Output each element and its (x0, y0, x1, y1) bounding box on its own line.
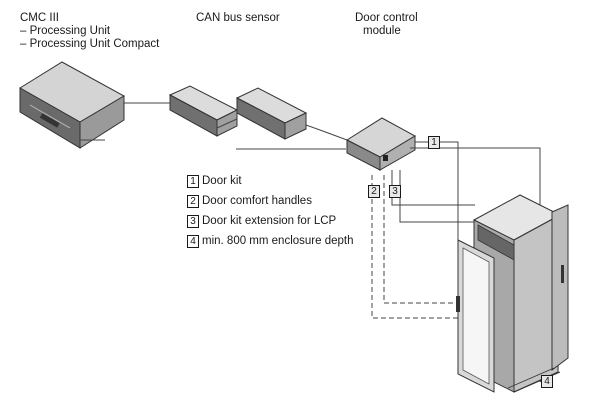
legend-number: 4 (187, 234, 199, 248)
legend-number: 1 (187, 174, 199, 188)
processing-unit (19, 61, 126, 149)
can-sensor-label: CAN bus sensor (196, 12, 280, 24)
legend-text: Door kit (202, 175, 242, 187)
callout-1: 1 (428, 136, 440, 149)
door-module-label-line2: module (363, 25, 401, 37)
cmc-label-line2: – Processing Unit Compact (20, 38, 160, 50)
callout-4: 4 (541, 375, 553, 388)
can-sensor-1 (168, 85, 239, 137)
callout-3: 3 (389, 185, 401, 198)
cmc-label-line1: – Processing Unit (20, 25, 111, 37)
legend: 1 Door kit 2 Door comfort handles 3 Door… (187, 174, 354, 254)
legend-item: 1 Door kit (187, 174, 354, 188)
callout-2: 2 (368, 185, 380, 198)
legend-number: 3 (187, 214, 199, 228)
legend-number: 2 (187, 194, 199, 208)
can-sensor-2 (235, 87, 308, 140)
door-control-module (345, 117, 417, 171)
legend-item: 2 Door comfort handles (187, 194, 354, 208)
door-module-label-line1: Door control (355, 12, 418, 24)
legend-text: Door comfort handles (202, 195, 312, 207)
legend-text: min. 800 mm enclosure depth (202, 235, 354, 247)
legend-text: Door kit extension for LCP (202, 215, 337, 227)
legend-item: 4 min. 800 mm enclosure depth (187, 234, 354, 248)
cmc-label-title: CMC III (20, 12, 59, 24)
legend-item: 3 Door kit extension for LCP (187, 214, 354, 228)
enclosure-rack (456, 194, 569, 393)
